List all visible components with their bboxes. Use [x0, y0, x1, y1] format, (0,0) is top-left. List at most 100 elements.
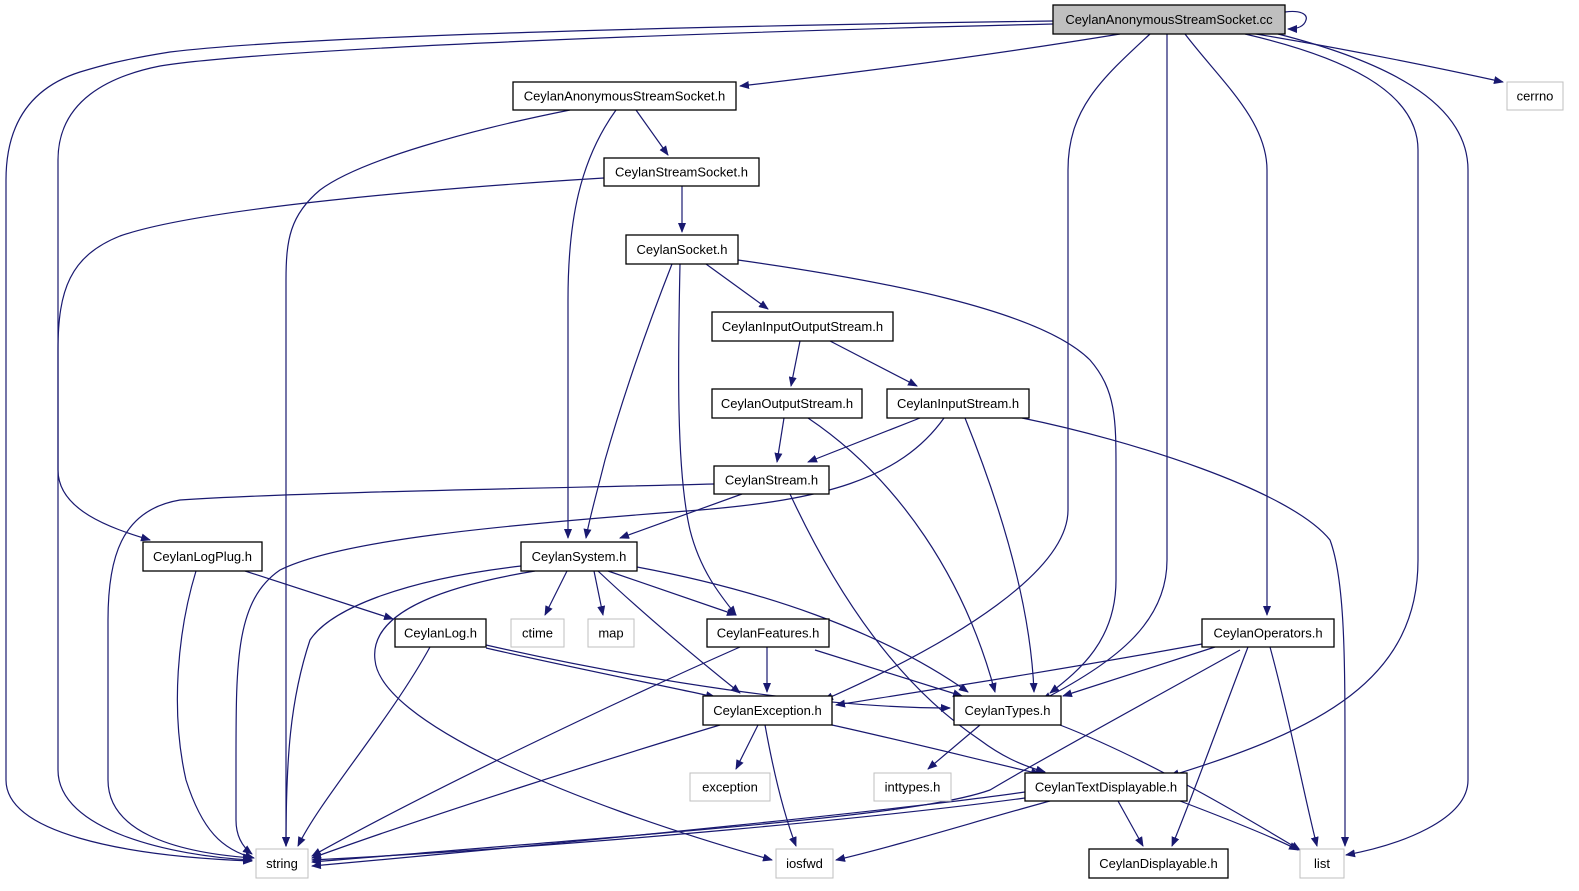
node-label: list — [1314, 856, 1330, 871]
graph-node-out-h[interactable]: CeylanOutputStream.h — [711, 388, 863, 419]
graph-node-cerrno: cerrno — [1506, 81, 1564, 111]
graph-node-ssock-h[interactable]: CeylanStreamSocket.h — [603, 157, 760, 187]
graph-node-textdisp-h[interactable]: CeylanTextDisplayable.h — [1024, 772, 1188, 802]
edge-root-to-exception-h — [823, 33, 1151, 701]
node-box — [886, 388, 1030, 419]
node-box — [1052, 4, 1286, 35]
edge-root-to-string — [5, 20, 1054, 865]
graph-node-logplug-h[interactable]: CeylanLogPlug.h — [142, 541, 263, 572]
node-label: CeylanOperators.h — [1213, 626, 1322, 641]
edge-features-h-to-string — [311, 646, 741, 857]
edge-sock-h-to-system-h — [583, 263, 673, 539]
graph-node-disp-h[interactable]: CeylanDisplayable.h — [1088, 848, 1229, 879]
edge-operators-h-to-exception-h — [835, 643, 1203, 708]
node-box — [1506, 81, 1564, 111]
graph-node-stream-h[interactable]: CeylanStream.h — [713, 465, 830, 495]
node-label: CeylanInputOutputStream.h — [722, 319, 883, 334]
edge-exception-h-to-string — [311, 724, 721, 859]
node-label: CeylanAnonymousStreamSocket.h — [524, 89, 726, 104]
node-box — [702, 695, 833, 726]
edge-sock-h-to-ios-h — [705, 263, 769, 310]
edge-system-h-to-map — [593, 570, 606, 616]
edge-exception-h-to-exception — [735, 724, 759, 770]
graph-node-root: CeylanAnonymousStreamSocket.cc — [1052, 4, 1286, 35]
edge-root-to-types-h — [1041, 34, 1168, 701]
edge-root-to-root — [1284, 10, 1307, 33]
edge-layer — [5, 10, 1504, 870]
graph-node-system-h[interactable]: CeylanSystem.h — [520, 541, 638, 572]
node-label: inttypes.h — [885, 780, 941, 795]
graph-node-asock-h[interactable]: CeylanAnonymousStreamSocket.h — [512, 81, 737, 111]
edge-system-h-to-features-h — [607, 570, 737, 616]
edge-root-to-asock-h — [739, 33, 1121, 89]
edge-root-to-operators-h — [1184, 33, 1271, 616]
edge-stream-h-to-string — [107, 483, 715, 862]
graph-node-operators-h[interactable]: CeylanOperators.h — [1201, 618, 1335, 648]
edge-in-h-to-list — [1021, 417, 1349, 847]
node-box — [873, 772, 952, 802]
edge-system-h-to-exception-h — [597, 570, 741, 694]
node-label: iosfwd — [786, 856, 823, 871]
edge-out-h-to-types-h — [807, 417, 997, 693]
edge-sock-h-to-features-h — [677, 263, 737, 616]
edge-root-to-cerrno — [1249, 32, 1504, 84]
edge-exception-h-to-iosfwd — [764, 724, 797, 847]
edge-operators-h-to-string — [311, 649, 1241, 866]
edge-asock-h-to-ssock-h — [635, 109, 669, 156]
edge-sock-h-to-types-h — [737, 259, 1117, 694]
node-box — [711, 388, 863, 419]
node-label: CeylanSocket.h — [636, 242, 727, 257]
edge-ios-h-to-out-h — [788, 340, 801, 387]
graph-node-ios-h[interactable]: CeylanInputOutputStream.h — [711, 311, 894, 342]
edge-root-to-list — [1277, 33, 1469, 858]
graph-node-inttypes: inttypes.h — [873, 772, 952, 802]
node-layer: CeylanAnonymousStreamSocket.ccCeylanAnon… — [142, 4, 1564, 879]
node-label: CeylanOutputStream.h — [721, 396, 853, 411]
edge-operators-h-to-list — [1269, 646, 1319, 847]
graph-node-log-h[interactable]: CeylanLog.h — [394, 618, 487, 648]
node-label: CeylanException.h — [713, 703, 821, 718]
edge-log-h-to-string — [297, 646, 431, 847]
node-box — [520, 541, 638, 572]
node-box — [510, 618, 565, 648]
node-box — [255, 848, 309, 879]
edge-in-h-to-types-h — [964, 417, 1038, 693]
edge-stream-h-to-textdisp-h — [789, 493, 1046, 774]
node-box — [394, 618, 487, 648]
node-label: CeylanInputStream.h — [897, 396, 1019, 411]
edge-textdisp-h-to-string-extra-0 — [311, 797, 1026, 864]
node-label: CeylanDisplayable.h — [1099, 856, 1218, 871]
graph-node-features-h[interactable]: CeylanFeatures.h — [706, 618, 830, 648]
node-label: CeylanSystem.h — [532, 549, 627, 564]
edge-textdisp-h-to-iosfwd — [835, 800, 1051, 862]
node-label: CeylanTextDisplayable.h — [1035, 780, 1177, 795]
graph-node-ctime: ctime — [510, 618, 565, 648]
node-box — [603, 157, 760, 187]
node-box — [587, 618, 635, 648]
node-box — [1201, 618, 1335, 648]
edge-operators-h-to-types-h — [1062, 646, 1216, 698]
edge-textdisp-h-to-disp-h — [1117, 800, 1144, 847]
graph-node-iosfwd: iosfwd — [775, 848, 834, 879]
edge-logplug-h-to-string — [176, 570, 255, 860]
graph-node-types-h[interactable]: CeylanTypes.h — [953, 695, 1062, 726]
edge-in-h-to-stream-h — [807, 417, 921, 463]
graph-node-string: string — [255, 848, 309, 879]
edge-textdisp-h-to-string — [311, 791, 1026, 870]
edge-system-h-to-types-h — [636, 566, 969, 693]
graph-node-exception-h[interactable]: CeylanException.h — [702, 695, 833, 726]
edge-log-h-to-exception-h — [485, 647, 716, 700]
node-box — [711, 311, 894, 342]
graph-node-sock-h[interactable]: CeylanSocket.h — [625, 234, 739, 265]
node-label: exception — [702, 780, 758, 795]
node-box — [625, 234, 739, 265]
edge-system-h-to-string — [282, 565, 522, 847]
node-box — [713, 465, 830, 495]
node-label: CeylanStreamSocket.h — [615, 165, 748, 180]
edge-types-h-to-list — [1059, 724, 1301, 851]
node-box — [1088, 848, 1229, 879]
edge-types-h-to-inttypes — [927, 724, 981, 770]
graph-node-in-h[interactable]: CeylanInputStream.h — [886, 388, 1030, 419]
